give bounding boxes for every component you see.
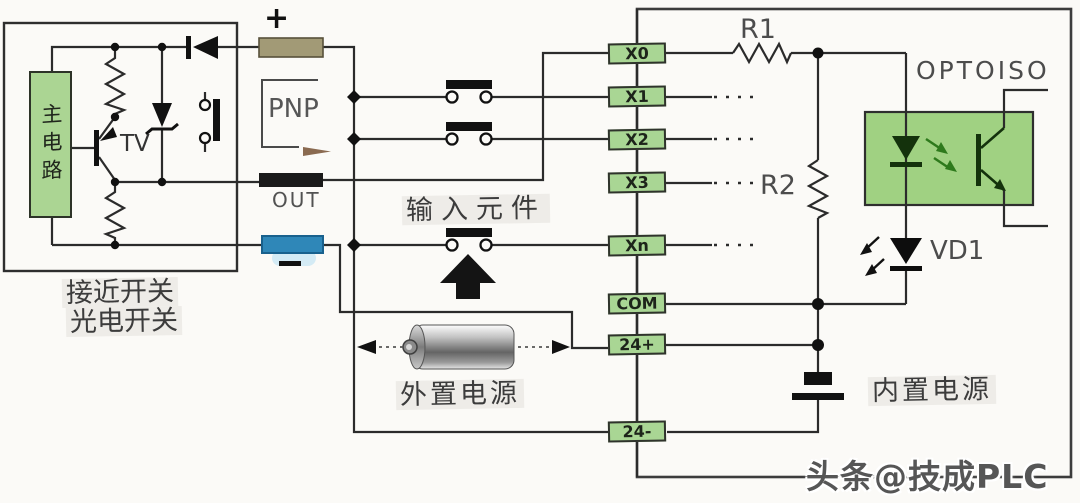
main-circuit-block: 主电路 bbox=[29, 71, 72, 218]
transistor-icon bbox=[94, 127, 117, 166]
transistor-ce-wires bbox=[98, 116, 116, 181]
phototransistor-icon bbox=[976, 127, 1006, 191]
watermark: 头条@技成PLC课堂 bbox=[806, 457, 1049, 496]
opto-led-icon bbox=[890, 136, 922, 167]
pnp-type-label: PNP bbox=[268, 94, 319, 124]
input-elements-label: 输入元件 bbox=[401, 193, 551, 226]
terminal-24m: 24- bbox=[607, 420, 667, 443]
optocoupler-label: OPTOISO bbox=[916, 56, 1050, 85]
main-circuit-label: 主电路 bbox=[38, 101, 63, 188]
terminal-x0: X0 bbox=[607, 42, 667, 65]
sensor-resistor-bottom bbox=[102, 182, 127, 245]
led-vd1-label: VD1 bbox=[930, 236, 985, 266]
resistor-r2 bbox=[806, 159, 830, 219]
black-out-wire-terminal bbox=[259, 173, 323, 187]
resistor-r1-label: R1 bbox=[740, 14, 776, 45]
terminal-x2: X2 bbox=[607, 128, 667, 151]
up-arrow-icon bbox=[440, 254, 496, 299]
terminal-xn: Xn bbox=[607, 234, 667, 257]
sensor-bottom-wire bbox=[50, 218, 262, 247]
sensor-enclosure-box bbox=[2, 21, 239, 273]
pnp-bracket bbox=[261, 79, 318, 148]
terminal-x3: X3 bbox=[607, 171, 667, 194]
blue-minus-wire-terminal bbox=[261, 235, 324, 254]
sensor-caption-line1: 接近开关 bbox=[61, 276, 179, 309]
rail-junction-diamonds bbox=[347, 90, 361, 252]
resistor-r1 bbox=[732, 41, 793, 65]
plus-sign-label: + bbox=[264, 1, 290, 36]
opto-output-leads bbox=[1002, 88, 1048, 228]
minus-wire bbox=[323, 243, 608, 350]
terminal-24p: 24+ bbox=[607, 333, 667, 356]
out-label: OUT bbox=[272, 188, 321, 212]
reed-switch-icon bbox=[198, 98, 220, 145]
sensor-top-wire bbox=[50, 45, 186, 71]
sensor-caption-line2: 光电开关 bbox=[65, 305, 183, 338]
minus-sign-icon bbox=[279, 261, 301, 266]
terminal-com: COM bbox=[607, 292, 667, 315]
internal-power-label: 内置电源 bbox=[867, 374, 997, 407]
out-to-x0-wire bbox=[323, 51, 608, 182]
terminal-x1: X1 bbox=[607, 85, 667, 108]
resistor-r2-label: R2 bbox=[760, 170, 796, 201]
plus-rail bbox=[323, 45, 608, 434]
external-battery-icon bbox=[357, 324, 570, 370]
protection-diode-icon bbox=[186, 36, 218, 59]
light-arrows-icon bbox=[925, 137, 957, 172]
v24m-wire bbox=[667, 400, 820, 434]
optocoupler-box bbox=[863, 110, 1035, 207]
sensor-junction-dots bbox=[110, 42, 167, 250]
transistor-label: TV bbox=[120, 131, 150, 157]
plc-junction-dots bbox=[812, 47, 824, 351]
internal-battery-icon bbox=[792, 372, 844, 400]
led-vd1-icon bbox=[860, 236, 922, 276]
external-power-label: 外置电源 bbox=[395, 378, 525, 411]
sensor-resistor-top bbox=[103, 47, 128, 117]
brown-plus-wire-terminal bbox=[258, 37, 324, 58]
input-switches bbox=[445, 80, 493, 252]
zener-diode-icon bbox=[145, 103, 179, 136]
pnp-arrow-icon bbox=[303, 147, 331, 156]
